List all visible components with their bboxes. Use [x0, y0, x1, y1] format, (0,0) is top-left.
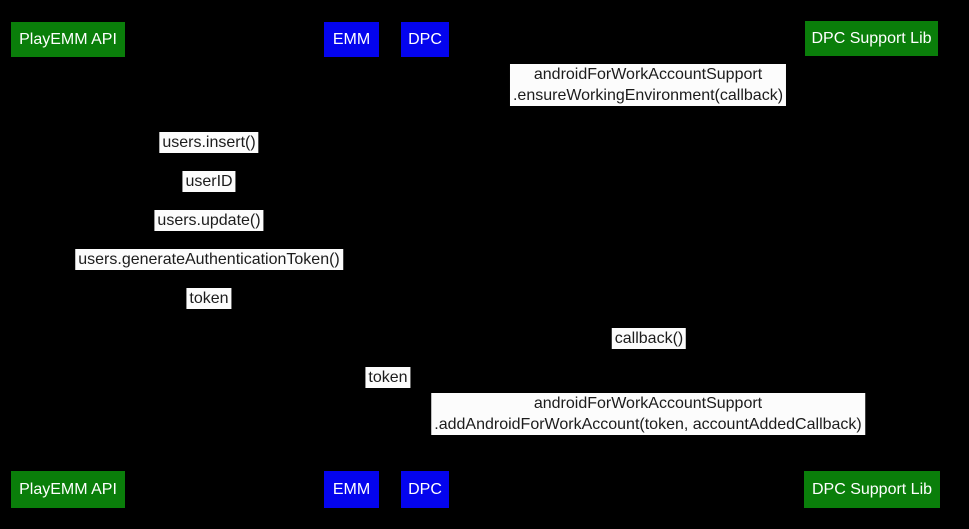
message-token-forward: token	[365, 367, 411, 388]
actor-playemm-api-top: PlayEMM API	[11, 22, 125, 57]
message-generate-authentication-token: users.generateAuthenticationToken()	[75, 249, 343, 270]
message-users-insert: users.insert()	[159, 132, 259, 153]
message-line: .addAndroidForWorkAccount(token, account…	[434, 416, 862, 433]
message-callback: callback()	[611, 328, 687, 349]
message-users-update: users.update()	[154, 210, 264, 231]
message-token-return: token	[186, 288, 232, 309]
actor-dpc-bottom: DPC	[401, 471, 449, 508]
actor-emm-bottom: EMM	[324, 471, 379, 508]
message-line: androidForWorkAccountSupport	[533, 395, 763, 412]
actor-dpc-top: DPC	[401, 22, 449, 57]
message-add-android-for-work-account: androidForWorkAccountSupport .addAndroid…	[431, 393, 865, 435]
actor-emm-top: EMM	[324, 22, 379, 57]
actor-dpc-support-lib-top: DPC Support Lib	[805, 21, 938, 56]
message-line: androidForWorkAccountSupport	[533, 66, 763, 83]
actor-dpc-support-lib-bottom: DPC Support Lib	[804, 471, 940, 508]
message-user-id: userID	[182, 171, 236, 192]
message-line: .ensureWorkingEnvironment(callback)	[512, 87, 784, 104]
message-ensure-working-environment: androidForWorkAccountSupport .ensureWork…	[509, 64, 787, 106]
actor-playemm-api-bottom: PlayEMM API	[11, 471, 125, 508]
